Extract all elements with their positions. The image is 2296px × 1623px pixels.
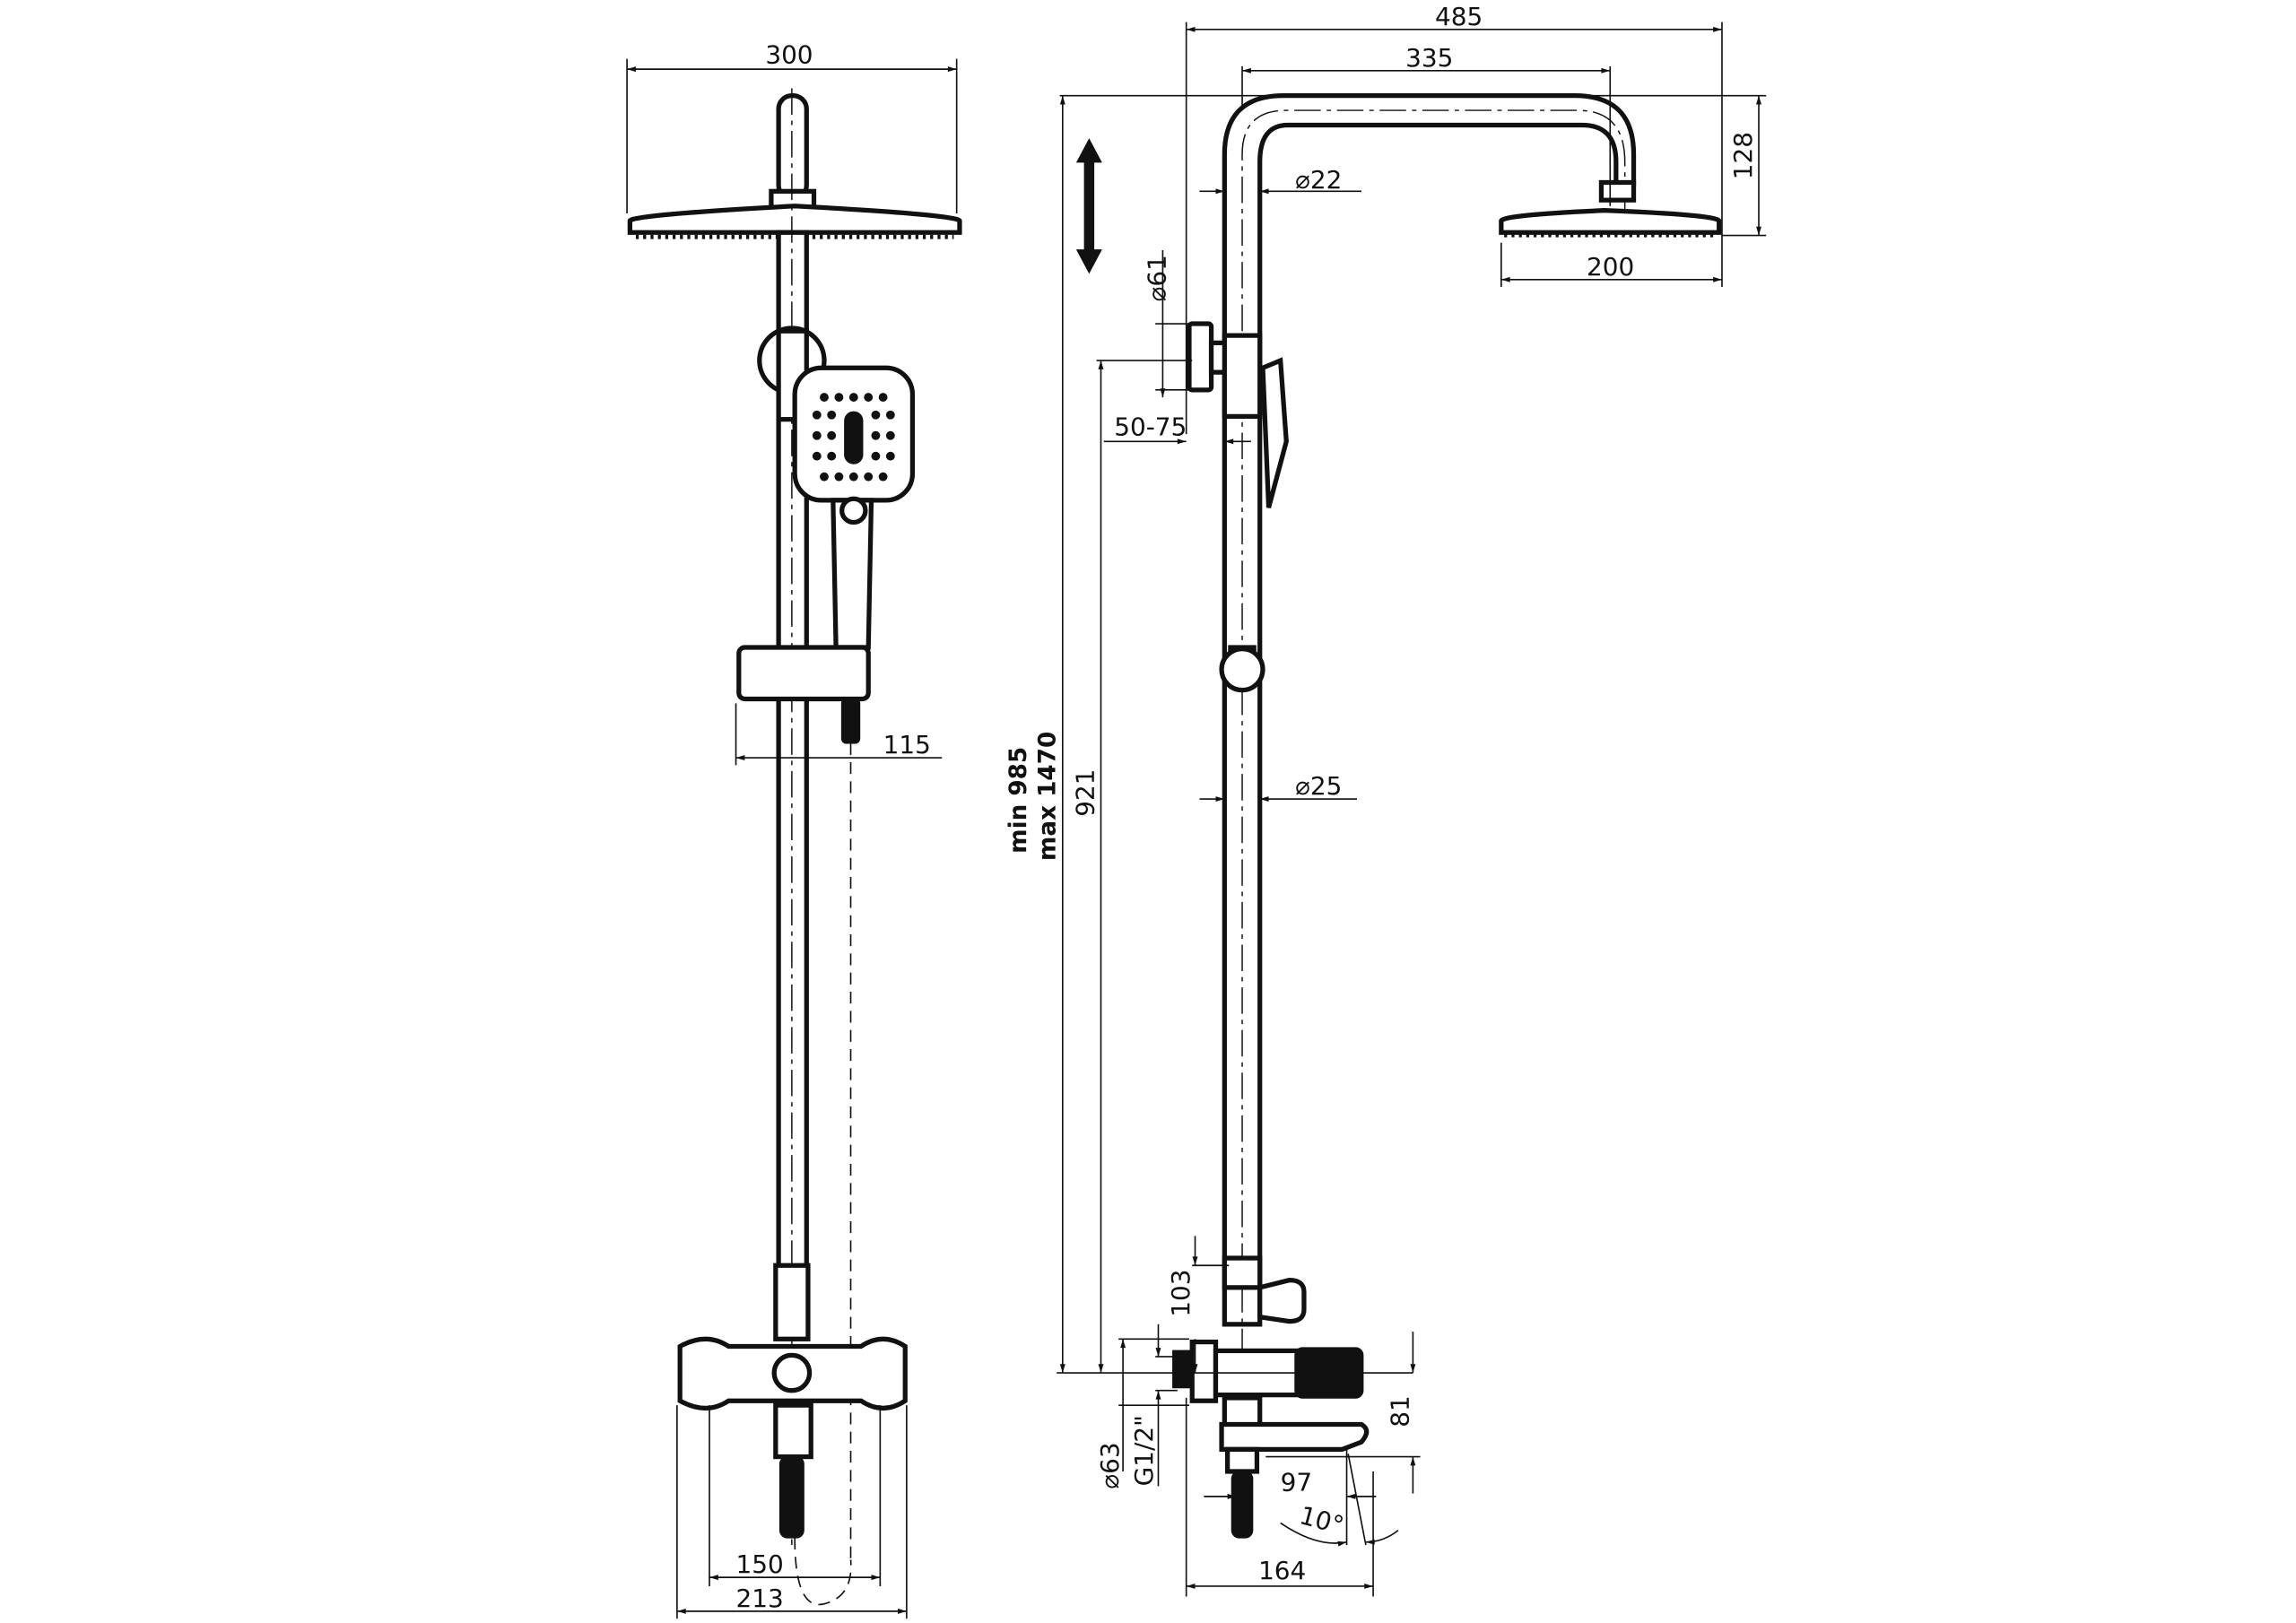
wall-bracket	[1187, 321, 1214, 393]
dim-103: 103	[1166, 1269, 1196, 1316]
dim-diameter-22: ⌀22	[1295, 165, 1342, 195]
side-view: 485 335 ⌀22 128 200 ⌀61 50-75 921 min 98…	[1005, 2, 1767, 1597]
bath-spout	[1219, 1421, 1370, 1452]
rain-head-side	[1499, 208, 1722, 235]
front-view: 300 115 150 213	[626, 40, 962, 1619]
dim-97: 97	[1281, 1467, 1312, 1497]
dim-max-1470: max 1470	[1035, 732, 1062, 861]
dim-150: 150	[736, 1549, 784, 1579]
dim-81: 81	[1385, 1395, 1414, 1427]
dim-angle-10: 10°	[1297, 1500, 1347, 1541]
dim-300: 300	[765, 40, 813, 70]
handshower-side	[1260, 357, 1289, 508]
dim-200: 200	[1587, 252, 1634, 282]
dim-128: 128	[1728, 132, 1758, 179]
slider-front[interactable]	[736, 645, 871, 702]
dim-115: 115	[883, 730, 931, 759]
dim-485: 485	[1435, 2, 1483, 31]
dim-diameter-61: ⌀61	[1143, 255, 1172, 301]
dim-50-75: 50-75	[1114, 412, 1187, 442]
top-pipe	[776, 93, 809, 202]
dim-diameter-63: ⌀63	[1095, 1442, 1125, 1488]
dim-diameter-25: ⌀25	[1295, 771, 1342, 801]
slider-side[interactable]	[1219, 647, 1265, 693]
dim-921: 921	[1070, 769, 1100, 817]
hose-end	[840, 698, 861, 744]
adjustable-height-arrow-icon	[1075, 138, 1102, 274]
rail-side-with-arm	[1222, 93, 1637, 1327]
dim-thread-g12: G1/2"	[1129, 1415, 1159, 1486]
rain-head-front	[627, 204, 962, 235]
diverter-knob[interactable]	[771, 1352, 813, 1393]
dim-213: 213	[736, 1584, 784, 1613]
dim-164: 164	[1258, 1556, 1306, 1585]
dim-min-985: min 985	[1005, 747, 1032, 854]
dim-335: 335	[1405, 43, 1453, 73]
